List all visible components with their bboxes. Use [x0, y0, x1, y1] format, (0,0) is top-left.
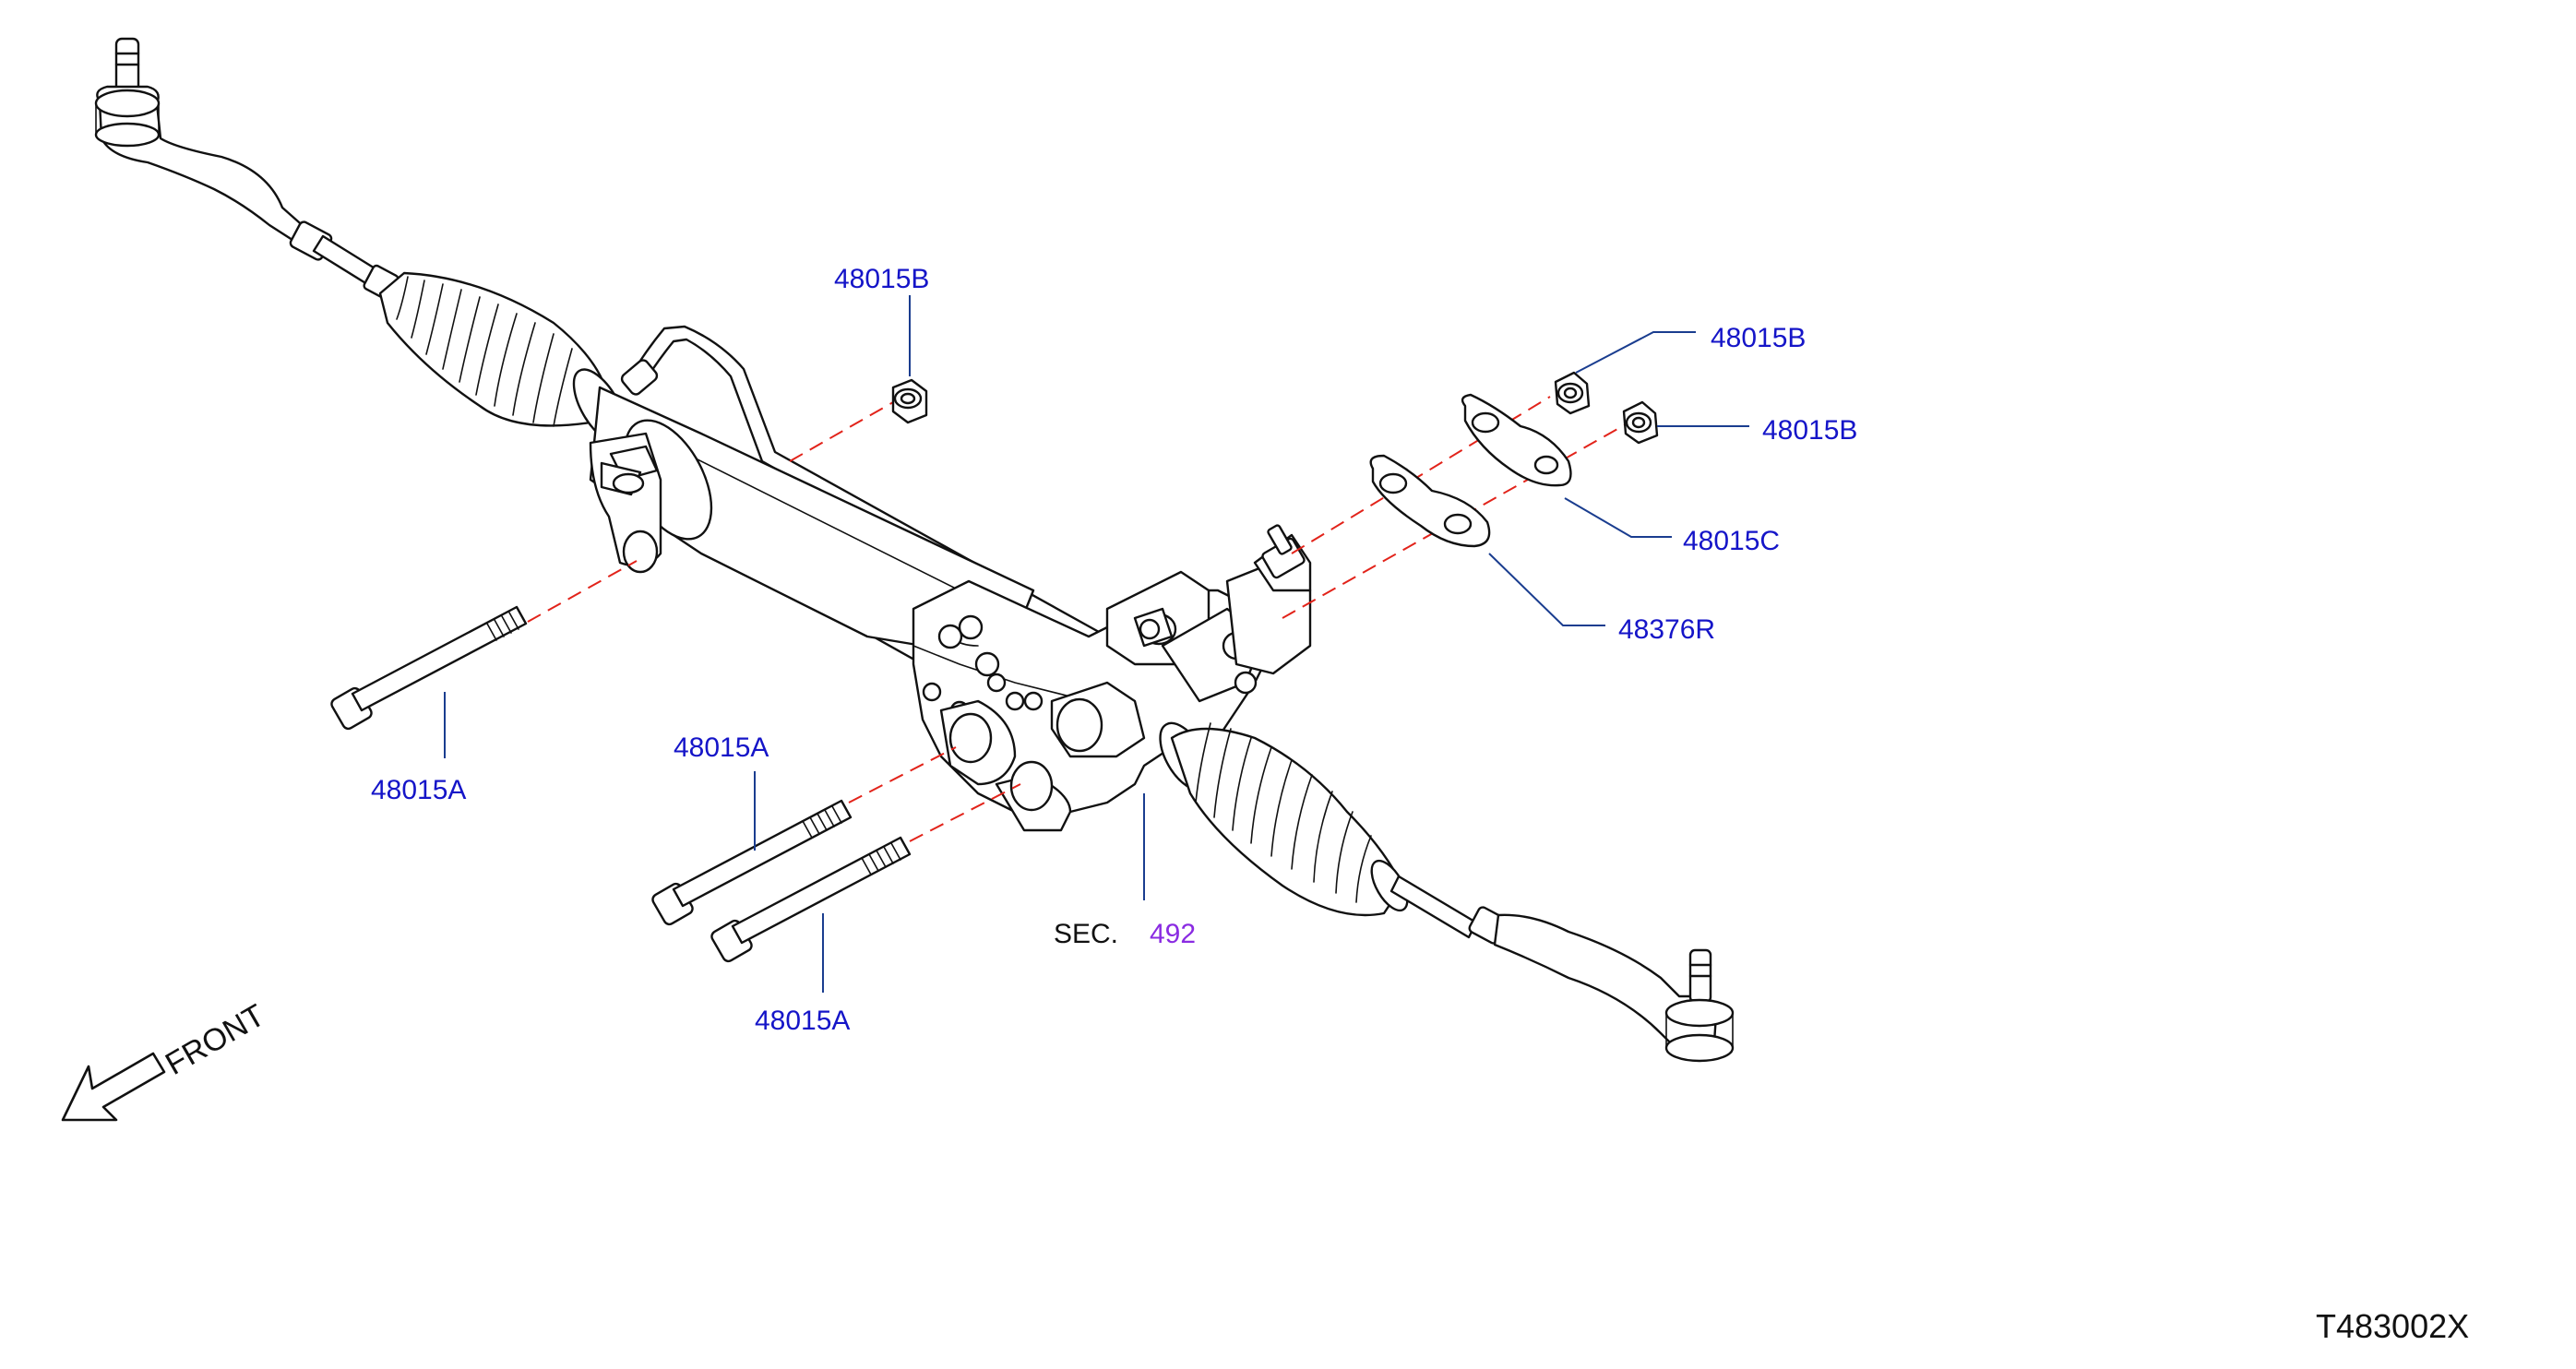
bolt-mid-lower — [710, 836, 912, 963]
leader-nut-right-upper — [1575, 331, 1696, 374]
nut-top — [891, 378, 928, 424]
nut-right-upper — [1554, 371, 1591, 415]
label-bolt-left: 48015A — [371, 775, 466, 805]
front-label: FRONT — [160, 997, 270, 1081]
label-nut-top: 48015B — [834, 264, 929, 294]
centerline-right-upper — [1291, 396, 1551, 554]
rack-housing — [589, 386, 1035, 648]
leader-lines — [444, 295, 1749, 993]
centerline-mid-lower-bolt — [909, 783, 1021, 842]
nut-right-lower — [1622, 400, 1659, 445]
centerline-top-nut — [789, 401, 894, 462]
bolt-left — [330, 605, 528, 731]
diagram-code: T483002X — [2316, 1307, 2469, 1345]
plate-48376r — [1369, 454, 1491, 548]
label-sec-number[interactable]: 492 — [1150, 919, 1196, 949]
left-tie-rod-end — [94, 37, 308, 244]
leader-plate-upper — [1564, 497, 1672, 538]
right-boot — [1159, 721, 1409, 917]
valve-body — [1133, 524, 1312, 675]
label-bolt-mid-upper: 48015A — [674, 732, 769, 763]
right-tie-rod-end — [1493, 913, 1735, 1063]
leader-plate-lower — [1488, 553, 1605, 626]
centerline-mid-upper-bolt — [848, 746, 957, 804]
plate-48015c — [1461, 393, 1572, 487]
bolt-mid-upper — [651, 799, 853, 926]
front-direction-indicator: FRONT — [61, 997, 270, 1122]
label-plate-upper: 48015C — [1683, 526, 1780, 556]
centerline-left-bolt — [527, 560, 638, 623]
left-tie-rod — [289, 220, 400, 301]
right-tie-rod — [1389, 875, 1509, 945]
label-sec-prefix: SEC. — [1054, 919, 1118, 949]
label-nut-right-upper: 48015B — [1711, 323, 1806, 353]
label-nut-right-lower: 48015B — [1762, 415, 1857, 446]
label-bolt-mid-lower: 48015A — [755, 1006, 850, 1036]
label-plate-lower: 48376R — [1618, 614, 1715, 645]
front-arrow-icon — [61, 1052, 166, 1122]
